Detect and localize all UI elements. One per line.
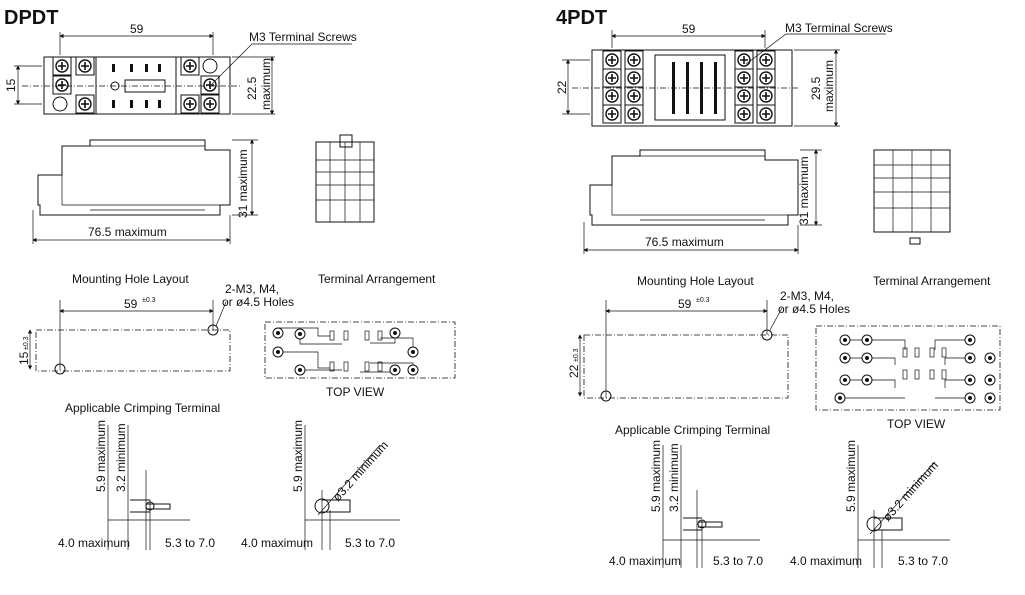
4pdt-terminal-title: Terminal Arrangement	[873, 274, 991, 288]
4pdt-crimping-terminal: Applicable Crimping Terminal 5.9 maximum…	[609, 423, 950, 568]
4pdt-side-height: 31 maximum	[797, 156, 811, 225]
4pdt-mounting-hole-layout: Mounting Hole Layout 59 ±0.3 22 ±0.3 2-M…	[567, 274, 850, 402]
4pdt-top-width: 59	[682, 22, 696, 36]
4pdt-ring-terminal: 5.9 maximum ø3.2 minimum 4.0 maximum 5.3…	[790, 440, 950, 568]
dpdt-ring-terminal: 5.9 maximum ø3.2 minimum 4.0 maximum 5.3…	[241, 420, 400, 550]
dpdt-top-max-label: maximum	[259, 58, 273, 110]
4pdt-crimp2-w-max: 4.0 maximum	[790, 554, 862, 568]
4pdt-crimp-h-min: 3.2 minimum	[667, 443, 681, 512]
4pdt-mounting-height: 22	[567, 364, 581, 378]
4pdt-fork-terminal: 5.9 maximum 3.2 minimum 4.0 maximum 5.3 …	[609, 440, 763, 568]
4pdt-crimp2-h-max: 5.9 maximum	[844, 440, 858, 512]
dpdt-top-view-caption: TOP VIEW	[326, 385, 385, 399]
4pdt-side-length: 76.5 maximum	[645, 235, 724, 249]
dpdt-holes-line2: or ø4.5 Holes	[222, 295, 294, 309]
4pdt-screws-label: M3 Terminal Screws	[785, 21, 893, 35]
dpdt-crimp2-h-max: 5.9 maximum	[291, 420, 305, 492]
4pdt-terminal-arrangement: Terminal Arrangement TOP VIEW	[815, 274, 1001, 431]
dpdt-section: DPDT 59 15 22.5 maximum M3 Terminal Scre…	[4, 7, 456, 550]
4pdt-crimp-w-max: 4.0 maximum	[609, 554, 681, 568]
dpdt-mounting-title: Mounting Hole Layout	[72, 272, 189, 286]
4pdt-top-view-caption: TOP VIEW	[887, 417, 946, 431]
4pdt-top-height: 22	[555, 80, 569, 94]
dpdt-terminal-arrangement: Terminal Arrangement TOP VIEW	[264, 272, 456, 399]
4pdt-top-view: 59 22 29.5 maximum M3 Terminal Screws	[555, 21, 893, 127]
dpdt-screws-label: M3 Terminal Screws	[249, 30, 357, 44]
dpdt-terminal-title: Terminal Arrangement	[318, 272, 436, 286]
dpdt-fork-terminal: 5.9 maximum 3.2 minimum 4.0 maximum 5.3 …	[58, 420, 215, 550]
4pdt-mounting-title: Mounting Hole Layout	[637, 274, 754, 288]
dpdt-crimp-title: Applicable Crimping Terminal	[65, 401, 220, 415]
dpdt-crimp2-len: 5.3 to 7.0	[345, 536, 395, 550]
dpdt-crimp-h-max: 5.9 maximum	[94, 420, 108, 492]
4pdt-top-max-label: maximum	[822, 60, 836, 112]
dpdt-side-height: 31 maximum	[236, 149, 250, 218]
4pdt-crimp-len: 5.3 to 7.0	[713, 554, 763, 568]
dpdt-mounting-width: 59	[124, 297, 138, 311]
dpdt-top-view: 59 15 22.5 maximum M3 Terminal Screws	[4, 22, 357, 115]
4pdt-mounting-width-tol: ±0.3	[696, 297, 710, 304]
4pdt-section: 4PDT 59 22 29.5 maximum M3 Terminal Scre…	[555, 7, 1001, 568]
dpdt-crimp-w-max: 4.0 maximum	[58, 536, 130, 550]
dpdt-side-view: 31 maximum 76.5 maximum	[32, 134, 375, 244]
dpdt-holes-line1: 2-M3, M4,	[225, 282, 279, 296]
4pdt-side-view: 31 maximum 76.5 maximum	[583, 149, 951, 254]
dpdt-crimp-h-min: 3.2 minimum	[114, 423, 128, 492]
4pdt-mounting-width: 59	[678, 297, 692, 311]
dpdt-side-length: 76.5 maximum	[88, 225, 167, 239]
dpdt-title: DPDT	[4, 7, 58, 29]
4pdt-end-view	[873, 149, 951, 245]
dpdt-mounting-height: 15	[17, 351, 31, 365]
4pdt-holes-line1: 2-M3, M4,	[780, 289, 834, 303]
dpdt-top-height: 15	[4, 78, 18, 92]
4pdt-title: 4PDT	[556, 7, 607, 29]
4pdt-top-max-height: 29.5	[809, 76, 823, 100]
4pdt-crimp-title: Applicable Crimping Terminal	[615, 423, 770, 437]
dpdt-end-view	[315, 134, 375, 223]
4pdt-mounting-height-tol: ±0.3	[573, 348, 580, 362]
dpdt-top-max-height: 22.5	[245, 76, 259, 100]
dpdt-mounting-height-tol: ±0.3	[23, 336, 30, 350]
4pdt-crimp2-len: 5.3 to 7.0	[898, 554, 948, 568]
dpdt-mounting-hole-layout: Mounting Hole Layout 59 ±0.3 15 ±0.3 2-M…	[17, 272, 294, 375]
dpdt-crimping-terminal: Applicable Crimping Terminal 5.9 maximum…	[58, 401, 400, 550]
dpdt-crimp-len: 5.3 to 7.0	[165, 536, 215, 550]
4pdt-crimp-dia: ø3.2 minimum	[880, 458, 941, 524]
dpdt-crimp2-w-max: 4.0 maximum	[241, 536, 313, 550]
4pdt-holes-line2: or ø4.5 Holes	[778, 302, 850, 316]
dpdt-top-width: 59	[130, 22, 144, 36]
dpdt-mounting-width-tol: ±0.3	[142, 297, 156, 304]
4pdt-crimp-h-max: 5.9 maximum	[649, 440, 663, 512]
dpdt-crimp-dia: ø3.2 minimum	[330, 438, 391, 504]
